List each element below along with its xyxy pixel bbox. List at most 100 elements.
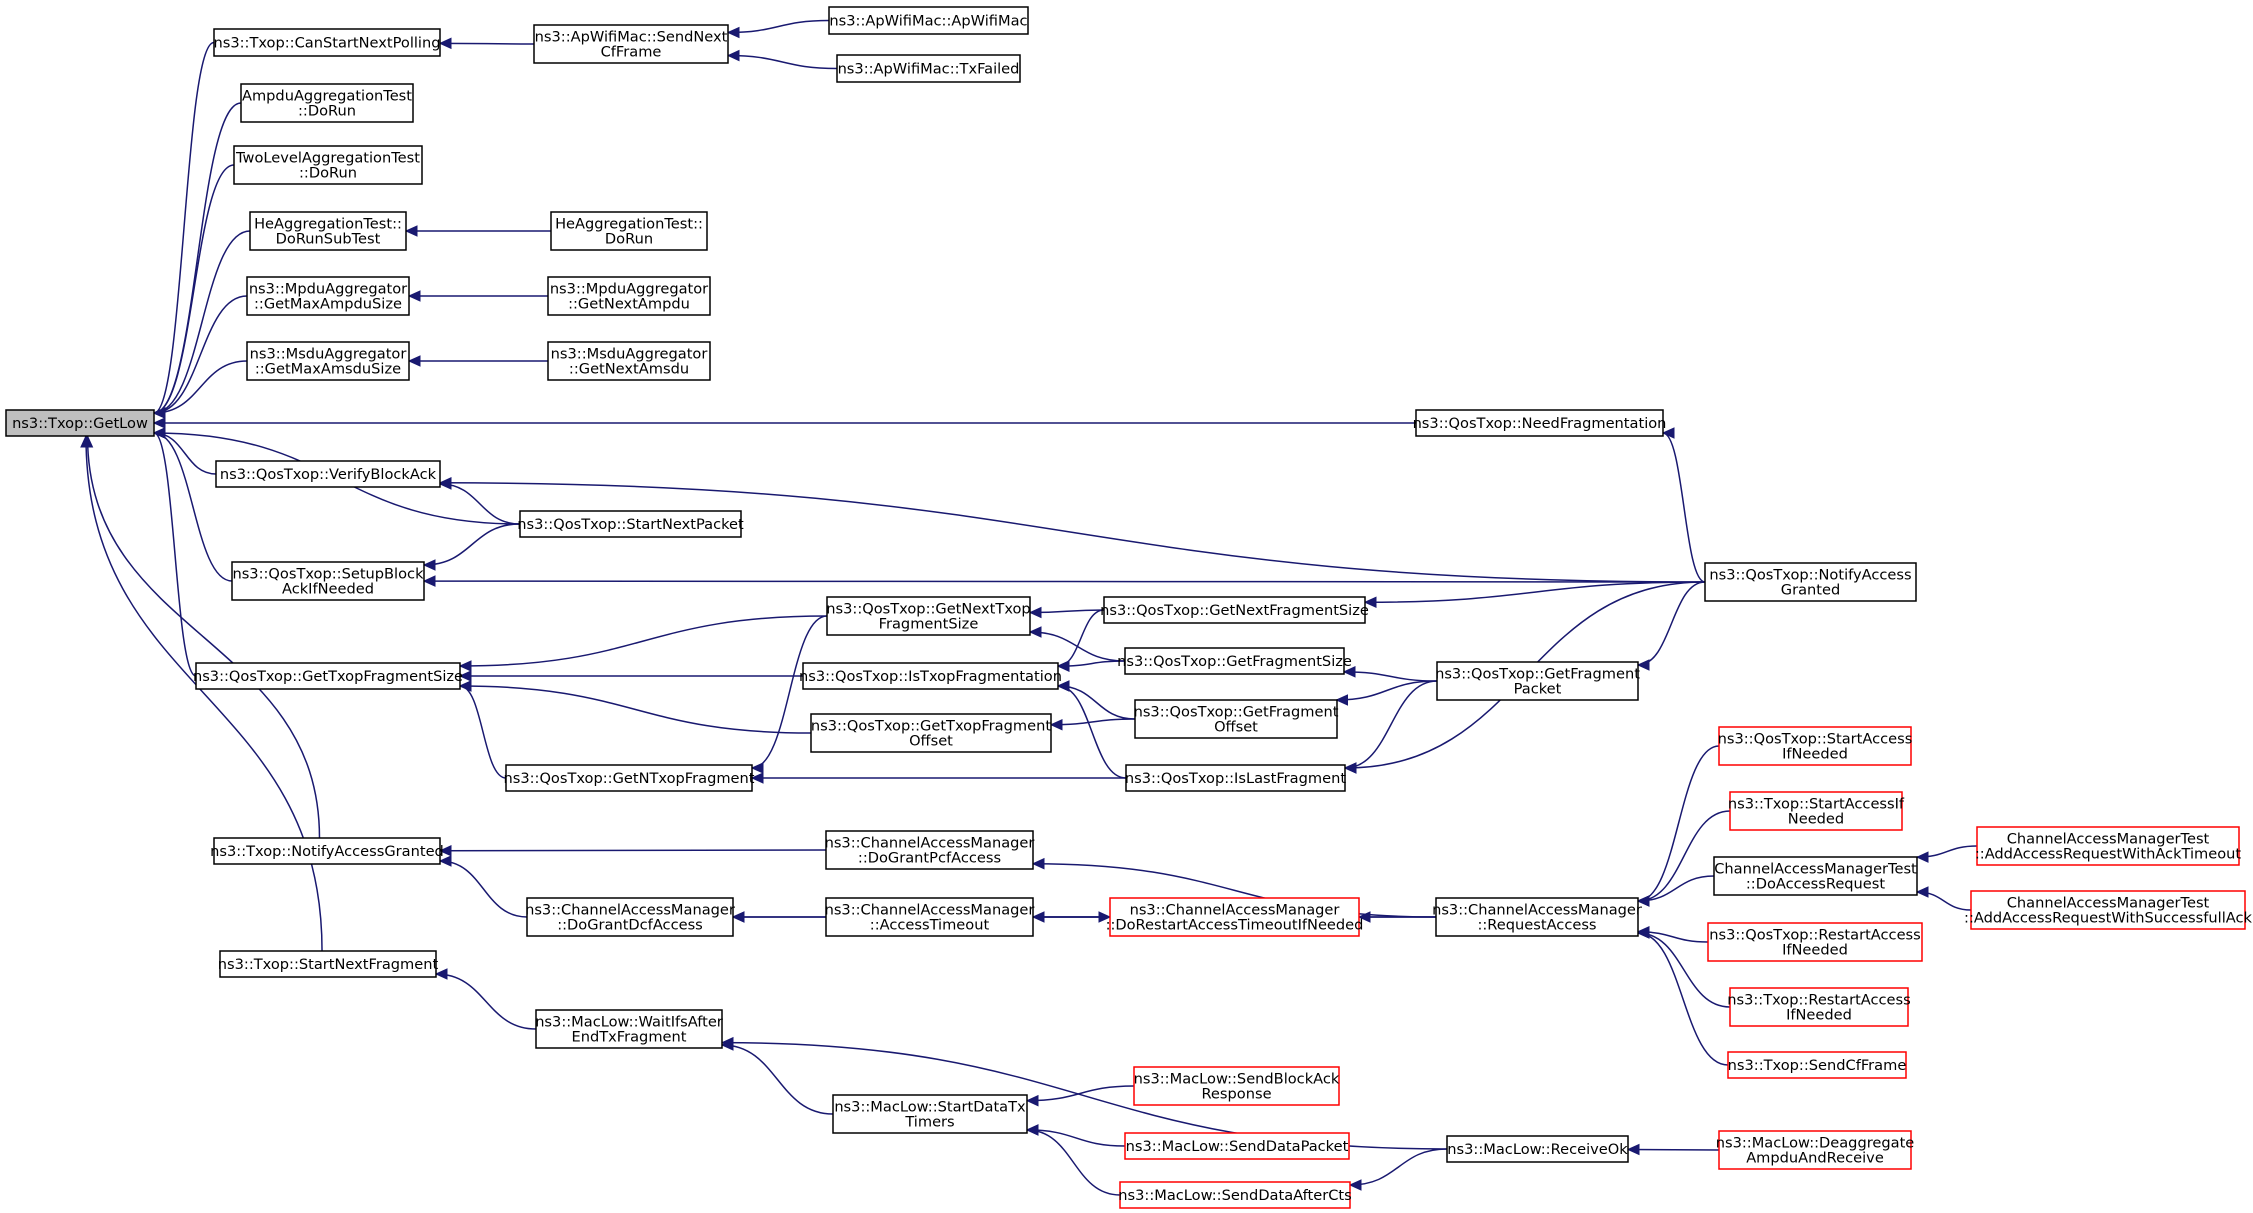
- node-needfrag[interactable]: ns3::QosTxop::NeedFragmentation: [1413, 409, 1667, 437]
- node-canstartnextpolling[interactable]: ns3::Txop::CanStartNextPolling: [213, 28, 441, 57]
- node-box[interactable]: [213, 837, 441, 865]
- node-box[interactable]: [825, 897, 1034, 937]
- node-box[interactable]: [505, 764, 753, 792]
- node-box[interactable]: [1729, 791, 1903, 831]
- node-addsuccess[interactable]: ChannelAccessManagerTest::AddAccessReque…: [1964, 890, 2253, 930]
- node-box[interactable]: [1109, 897, 1360, 937]
- node-box[interactable]: [1704, 562, 1917, 602]
- node-box[interactable]: [1119, 1181, 1351, 1209]
- node-txopnotifyaccess[interactable]: ns3::Txop::NotifyAccessGranted: [210, 837, 444, 865]
- node-box[interactable]: [240, 83, 414, 123]
- node-senddataaftercts[interactable]: ns3::MacLow::SendDataAfterCts: [1118, 1181, 1352, 1209]
- node-box[interactable]: [836, 54, 1021, 83]
- node-box[interactable]: [195, 662, 461, 690]
- node-box[interactable]: [533, 24, 729, 64]
- node-box[interactable]: [825, 830, 1034, 870]
- node-apwifimac[interactable]: ns3::ApWifiMac::ApWifiMac: [828, 6, 1029, 35]
- node-islastfrag[interactable]: ns3::QosTxop::IsLastFragment: [1125, 764, 1346, 792]
- node-accesstimeout[interactable]: ns3::ChannelAccessManager::AccessTimeout: [825, 897, 1035, 937]
- node-box[interactable]: [1134, 699, 1338, 739]
- node-startnextpacket[interactable]: ns3::QosTxop::StartNextPacket: [517, 510, 744, 538]
- node-box[interactable]: [826, 596, 1031, 636]
- node-box[interactable]: [213, 28, 441, 57]
- node-hedorunsub[interactable]: HeAggregationTest::DoRunSubTest: [249, 211, 407, 251]
- node-box[interactable]: [802, 662, 1059, 690]
- node-box[interactable]: [246, 276, 410, 316]
- node-box[interactable]: [219, 950, 437, 978]
- node-txopstartnextfrag[interactable]: ns3::Txop::StartNextFragment: [218, 950, 439, 978]
- node-box[interactable]: [1435, 897, 1639, 937]
- node-box[interactable]: [547, 341, 711, 381]
- node-box[interactable]: [1436, 661, 1639, 701]
- node-dograntdcf[interactable]: ns3::ChannelAccessManager::DoGrantDcfAcc…: [525, 897, 735, 937]
- node-box[interactable]: [1124, 647, 1345, 675]
- node-addackto[interactable]: ChannelAccessManagerTest::AddAccessReque…: [1975, 826, 2242, 866]
- node-getmaxampdu[interactable]: ns3::MpduAggregator::GetMaxAmpduSize: [246, 276, 410, 316]
- node-box[interactable]: [246, 341, 410, 381]
- node-hedorun[interactable]: HeAggregationTest::DoRun: [550, 211, 708, 251]
- node-verifyblockack[interactable]: ns3::QosTxop::VerifyBlockAck: [215, 460, 441, 488]
- node-getfragsize[interactable]: ns3::QosTxop::GetFragmentSize: [1117, 647, 1352, 675]
- node-box[interactable]: [1718, 726, 1912, 766]
- node-box[interactable]: [233, 145, 423, 185]
- node-box[interactable]: [1713, 856, 1918, 896]
- node-box[interactable]: [832, 1094, 1028, 1134]
- node-box[interactable]: [1718, 1130, 1912, 1170]
- node-box[interactable]: [249, 211, 407, 251]
- node-box[interactable]: [550, 211, 708, 251]
- node-box[interactable]: [231, 561, 425, 601]
- node-box[interactable]: [519, 510, 742, 538]
- node-box[interactable]: [1446, 1135, 1629, 1163]
- node-dograntpcf[interactable]: ns3::ChannelAccessManager::DoGrantPcfAcc…: [825, 830, 1035, 870]
- node-box[interactable]: [1976, 826, 2240, 866]
- node-twolevel[interactable]: TwoLevelAggregationTest::DoRun: [233, 145, 423, 185]
- node-box[interactable]: [1707, 922, 1923, 962]
- node-getnextampdu[interactable]: ns3::MpduAggregator::GetNextAmpdu: [547, 276, 711, 316]
- node-getnextfragsize[interactable]: ns3::QosTxop::GetNextFragmentSize: [1100, 596, 1369, 624]
- node-box[interactable]: [535, 1009, 723, 1049]
- node-box[interactable]: [1124, 1132, 1350, 1160]
- node-cmdoaccessreq[interactable]: ChannelAccessManagerTest::DoAccessReques…: [1713, 856, 1918, 896]
- node-box[interactable]: [547, 276, 711, 316]
- node-getntxopfrag[interactable]: ns3::QosTxop::GetNTxopFragment: [503, 764, 755, 792]
- node-box[interactable]: [1727, 1051, 1907, 1079]
- node-requestaccess[interactable]: ns3::ChannelAccessManager::RequestAccess: [1432, 897, 1642, 937]
- node-ampduagg[interactable]: AmpduAggregationTest::DoRun: [240, 83, 414, 123]
- node-istxopfrag[interactable]: ns3::QosTxop::IsTxopFragmentation: [799, 662, 1062, 690]
- node-box[interactable]: [1133, 1066, 1340, 1106]
- node-gettxopfragsize[interactable]: ns3::QosTxop::GetTxopFragmentSize: [193, 662, 463, 690]
- node-receiveok[interactable]: ns3::MacLow::ReceiveOk: [1446, 1135, 1629, 1163]
- node-getnextamsdu[interactable]: ns3::MsduAggregator::GetNextAmsdu: [547, 341, 711, 381]
- node-box[interactable]: [526, 897, 734, 937]
- node-getmaxamsdu[interactable]: ns3::MsduAggregator::GetMaxAmsduSize: [246, 341, 410, 381]
- node-box[interactable]: [1970, 890, 2246, 930]
- node-box[interactable]: [1103, 596, 1366, 624]
- node-box[interactable]: [1729, 987, 1909, 1027]
- node-box[interactable]: [1415, 409, 1664, 437]
- node-box[interactable]: [5, 409, 155, 437]
- node-qosnotifyaccess[interactable]: ns3::QosTxop::NotifyAccessGranted: [1704, 562, 1917, 602]
- node-box[interactable]: [828, 6, 1029, 35]
- node-box[interactable]: [1125, 764, 1346, 792]
- node-senddatapacket[interactable]: ns3::MacLow::SendDataPacket: [1124, 1132, 1350, 1160]
- node-txfailed[interactable]: ns3::ApWifiMac::TxFailed: [836, 54, 1021, 83]
- node-dorestart[interactable]: ns3::ChannelAccessManager::DoRestartAcce…: [1106, 897, 1364, 937]
- node-box[interactable]: [810, 713, 1052, 753]
- node-box[interactable]: [215, 460, 441, 488]
- node-sendcfframe[interactable]: ns3::Txop::SendCfFrame: [1727, 1051, 1907, 1079]
- node-getlow[interactable]: ns3::Txop::GetLow: [5, 409, 155, 437]
